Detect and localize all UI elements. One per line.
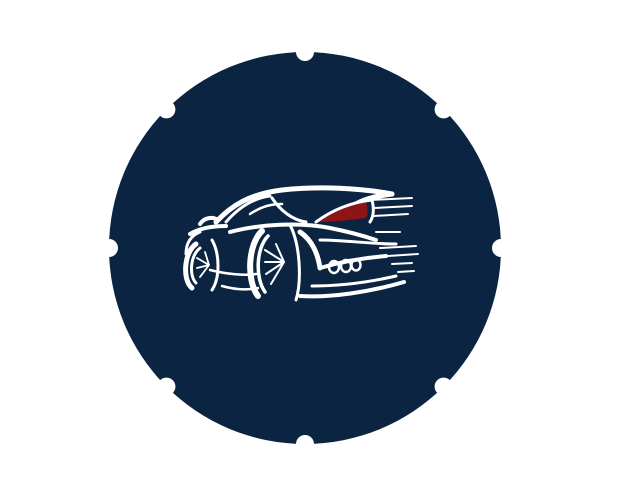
taillight [318, 202, 368, 222]
rear-wheel [247, 223, 301, 302]
car-body [184, 185, 406, 299]
front-wheel [183, 238, 220, 292]
sports-car-icon [183, 185, 419, 302]
speed-lines [369, 197, 419, 273]
navy-circle-badge [109, 52, 501, 444]
